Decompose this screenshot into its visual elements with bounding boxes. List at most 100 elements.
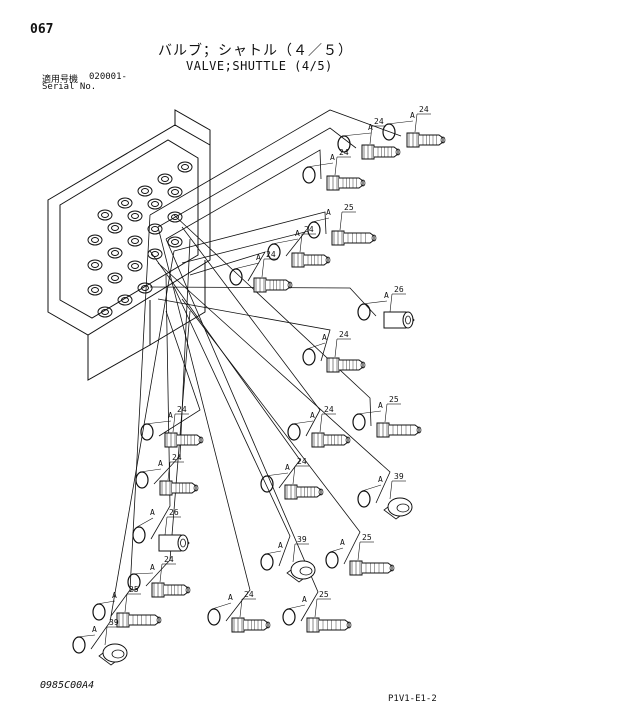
serial-label-japanese: 適用号機 bbox=[42, 75, 79, 85]
fitting-stem bbox=[374, 146, 399, 158]
callout-group: A39 bbox=[260, 535, 316, 583]
fitting-tip bbox=[193, 484, 199, 492]
title-english: VALVE;SHUTTLE (4/5) bbox=[186, 59, 333, 73]
leader-route bbox=[145, 310, 191, 587]
fitting-tip bbox=[360, 179, 366, 187]
leader-route bbox=[181, 226, 321, 437]
fitting-stem bbox=[319, 619, 350, 631]
reference-letter: A bbox=[340, 538, 345, 547]
part-number-leader bbox=[292, 543, 296, 563]
fitting-tip bbox=[389, 564, 395, 572]
callout-group: A24 bbox=[382, 105, 446, 148]
reference-letter: A bbox=[295, 229, 300, 238]
part-number: 26 bbox=[394, 285, 404, 294]
callout-group: A25 bbox=[282, 590, 352, 633]
adapter-bore bbox=[405, 315, 411, 325]
fitting-stem bbox=[304, 254, 329, 266]
callout-group: A39 bbox=[72, 618, 128, 666]
leader-route bbox=[157, 127, 357, 228]
valve-port-bore bbox=[131, 213, 139, 219]
fitting-tip bbox=[265, 621, 271, 629]
valve-port-bore bbox=[111, 225, 119, 231]
leader-route bbox=[149, 109, 402, 216]
reference-letter: A bbox=[326, 208, 331, 217]
fitting-stem bbox=[129, 614, 160, 626]
callout-group: A24 bbox=[287, 405, 351, 448]
leader-route bbox=[90, 250, 175, 650]
valve-port-bore bbox=[91, 287, 99, 293]
valve-port bbox=[87, 259, 103, 271]
callout-group: A24 bbox=[135, 453, 199, 496]
valve-port-bore bbox=[101, 309, 109, 315]
letter-leader bbox=[264, 472, 289, 477]
part-number: 24 bbox=[266, 250, 276, 259]
leader-route bbox=[157, 226, 251, 622]
o-ring bbox=[357, 303, 371, 321]
part-number: 25 bbox=[319, 590, 329, 599]
o-ring bbox=[357, 490, 371, 508]
valve-port bbox=[87, 284, 103, 296]
valve-port bbox=[167, 211, 183, 223]
valve-port bbox=[137, 185, 153, 197]
valve-port bbox=[127, 260, 143, 272]
o-ring bbox=[92, 603, 106, 621]
o-ring bbox=[302, 166, 316, 184]
valve-port bbox=[117, 294, 133, 306]
valve-port bbox=[97, 306, 113, 318]
reference-letter: A bbox=[384, 291, 389, 300]
fitting-tip bbox=[318, 488, 324, 496]
valve-port bbox=[107, 222, 123, 234]
fitting-stem bbox=[324, 434, 349, 446]
reference-letter: A bbox=[150, 508, 155, 517]
fitting-stem bbox=[419, 134, 444, 146]
part-number-leader bbox=[369, 125, 373, 145]
part-number-leader bbox=[334, 338, 338, 358]
part-number: 24 bbox=[339, 330, 349, 339]
fitting-tip bbox=[371, 234, 377, 242]
adapter-end bbox=[402, 311, 414, 329]
document-code: 0985C00A4 bbox=[40, 680, 95, 691]
o-ring bbox=[307, 221, 321, 239]
leader-route bbox=[165, 149, 322, 240]
part-number-leader bbox=[164, 516, 168, 536]
valve-port-bore bbox=[151, 251, 159, 257]
letter-leader bbox=[291, 420, 314, 425]
plug-body bbox=[383, 506, 401, 520]
fitting-tip bbox=[185, 586, 191, 594]
part-number: 24 bbox=[419, 105, 429, 114]
valve-port-bore bbox=[171, 214, 179, 220]
fitting-stem bbox=[164, 584, 189, 596]
letter-leader bbox=[386, 120, 414, 125]
letter-leader bbox=[139, 468, 162, 473]
page-number: 067 bbox=[30, 22, 54, 37]
callout-group: A24 bbox=[140, 405, 204, 448]
fitting-stem bbox=[339, 359, 364, 371]
letter-leader bbox=[329, 547, 344, 553]
reference-letter: A bbox=[285, 463, 290, 472]
callout-group: A25 bbox=[307, 203, 377, 246]
valve-port bbox=[137, 282, 153, 294]
leader-route bbox=[189, 251, 266, 282]
fitting-stem bbox=[244, 619, 269, 631]
letter-leader bbox=[136, 517, 154, 528]
valve-port-bore bbox=[111, 250, 119, 256]
callout-group: A25 bbox=[352, 395, 422, 438]
fitting-stem bbox=[344, 232, 375, 244]
letter-leader bbox=[311, 217, 330, 223]
valve-port-bore bbox=[131, 263, 139, 269]
part-number-leader bbox=[389, 480, 393, 500]
adapter-bore bbox=[180, 538, 186, 548]
part-number: 24 bbox=[339, 148, 349, 157]
fitting-stem bbox=[266, 279, 291, 291]
callout-group: A 26 bbox=[357, 285, 415, 329]
part-number: 24 bbox=[177, 405, 187, 414]
part-number-leader bbox=[389, 293, 393, 313]
fitting-tip bbox=[395, 148, 401, 156]
o-ring bbox=[325, 551, 339, 569]
valve-port bbox=[97, 209, 113, 221]
callout-group: A24 bbox=[260, 457, 324, 500]
fitting-tip bbox=[325, 256, 331, 264]
